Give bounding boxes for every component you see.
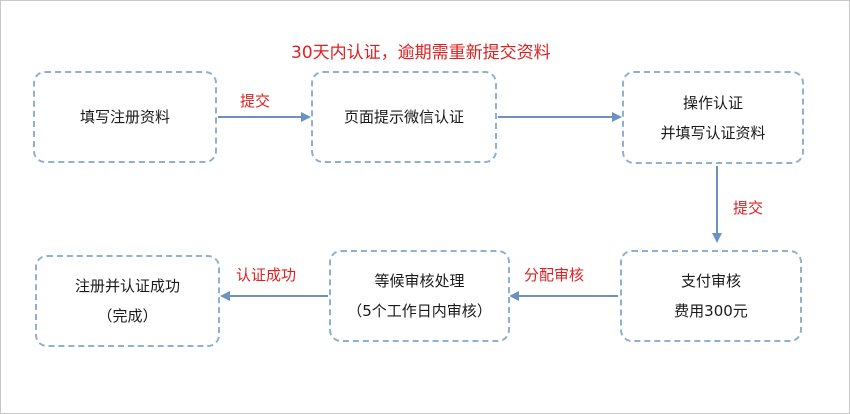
step-fill-registration: 填写注册资料 bbox=[33, 71, 217, 163]
step-line: （5个工作日内审核） bbox=[347, 302, 492, 320]
step-pay-review: 支付审核 费用300元 bbox=[620, 250, 802, 342]
step-line: 填写注册资料 bbox=[79, 108, 170, 126]
arrow-label-submit: 提交 bbox=[240, 92, 271, 110]
step-await-review: 等候审核处理 （5个工作日内审核） bbox=[329, 250, 510, 342]
step-success: 注册并认证成功 （完成） bbox=[35, 255, 220, 347]
arrow-label-verified: 认证成功 bbox=[236, 266, 297, 284]
step-line: 等候审核处理 bbox=[374, 272, 465, 290]
step-wechat-prompt: 页面提示微信认证 bbox=[311, 71, 497, 163]
deadline-note: 30天内认证，逾期需重新提交资料 bbox=[291, 43, 551, 63]
step-line: 费用300元 bbox=[674, 302, 748, 320]
step-line: 并填写认证资料 bbox=[660, 123, 766, 142]
arrow-label-submit: 提交 bbox=[733, 199, 764, 217]
step-line: 操作认证 bbox=[682, 93, 743, 112]
step-verification-info: 操作认证 并填写认证资料 bbox=[622, 71, 804, 164]
step-line: 支付审核 bbox=[680, 272, 741, 290]
step-line: 页面提示微信认证 bbox=[343, 108, 464, 126]
step-line: 注册并认证成功 bbox=[74, 277, 180, 295]
step-line: （完成） bbox=[97, 307, 158, 325]
arrow-label-assign-review: 分配审核 bbox=[524, 266, 585, 284]
